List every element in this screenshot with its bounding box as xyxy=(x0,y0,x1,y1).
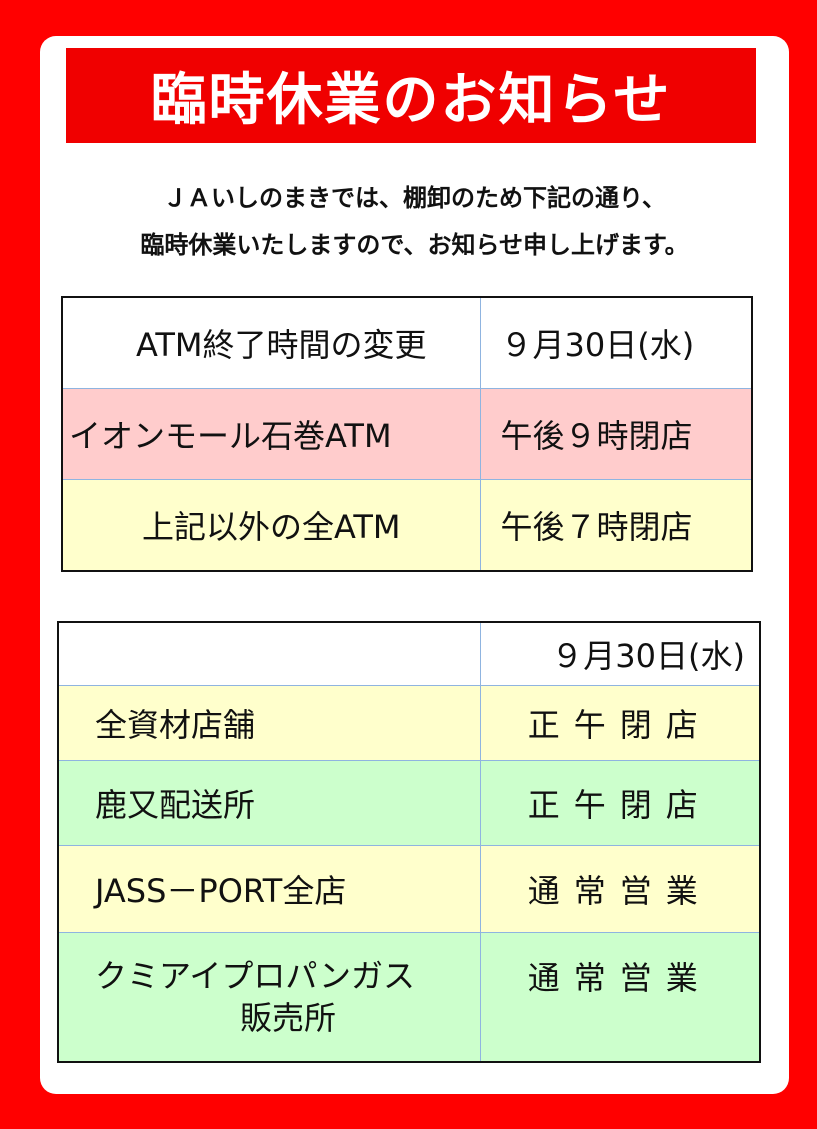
store-row-value: 通常営業 xyxy=(479,845,761,933)
header-date: ９月30日(水) xyxy=(479,621,761,686)
table-row: イオンモール石巻ATM 午後９時閉店 xyxy=(61,388,753,480)
store-row-value: 正午閉店 xyxy=(479,760,761,846)
atm-row-label: イオンモール石巻ATM xyxy=(61,388,481,480)
atm-row-value: 午後７時閉店 xyxy=(479,479,753,572)
table-row: クミアイプロパンガス 販売所 通常営業 xyxy=(57,932,761,1063)
table-row: JASS－PORT全店 通常営業 xyxy=(57,845,761,933)
table-row: ATM終了時間の変更 ９月30日(水) xyxy=(61,296,753,389)
intro-line-2: 臨時休業いたしますので、お知らせ申し上げます。 xyxy=(140,230,689,259)
store-row-label: JASS－PORT全店 xyxy=(57,845,481,933)
store-row-label-line1: クミアイプロパンガス xyxy=(95,957,416,995)
table-header-row: ９月30日(水) xyxy=(57,621,761,686)
atm-row-value: 午後９時閉店 xyxy=(479,388,753,480)
atm-row-label: 上記以外の全ATM xyxy=(61,479,481,572)
table-row: 上記以外の全ATM 午後７時閉店 xyxy=(61,479,753,572)
store-row-value: 正午閉店 xyxy=(479,685,761,761)
atm-hours-table: ATM終了時間の変更 ９月30日(水) イオンモール石巻ATM 午後９時閉店 上… xyxy=(61,296,753,572)
store-row-label: 全資材店舗 xyxy=(57,685,481,761)
table-row: 鹿又配送所 正午閉店 xyxy=(57,760,761,846)
store-row-label-line2: 販売所 xyxy=(240,999,337,1037)
atm-row-label: ATM終了時間の変更 xyxy=(61,296,481,389)
title-banner: 臨時休業のお知らせ xyxy=(66,48,756,143)
atm-row-value: ９月30日(水) xyxy=(479,296,753,389)
page-title: 臨時休業のお知らせ xyxy=(150,68,672,133)
table-row: 全資材店舗 正午閉店 xyxy=(57,685,761,761)
intro-line-1: ＪＡいしのまきでは、棚卸のため下記の通り、 xyxy=(162,183,667,212)
header-blank-cell xyxy=(57,621,481,686)
store-row-label: クミアイプロパンガス 販売所 xyxy=(57,932,481,1063)
store-hours-table: ９月30日(水) 全資材店舗 正午閉店 鹿又配送所 正午閉店 JASS－PORT… xyxy=(57,621,761,1063)
store-row-value: 通常営業 xyxy=(479,932,761,1063)
store-row-label: 鹿又配送所 xyxy=(57,760,481,846)
